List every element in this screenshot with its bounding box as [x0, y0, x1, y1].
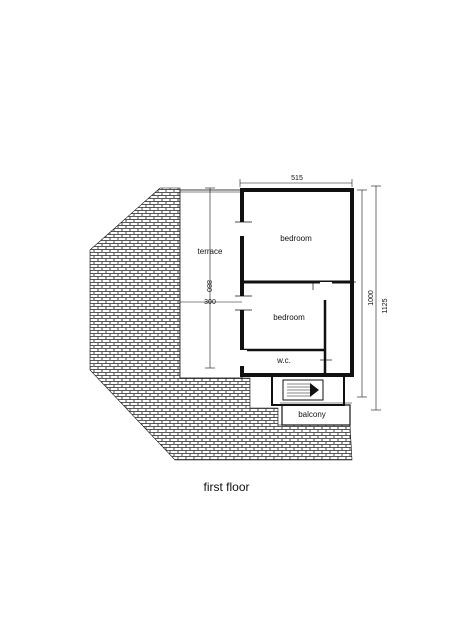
dimension-overall-length: 1125 [382, 298, 389, 313]
stair-arrow-icon [287, 383, 319, 397]
dimension-inner-length: 1000 [368, 290, 375, 306]
dimension-terrace-width: 300 [204, 299, 216, 306]
room-label-balcony: balcony [298, 410, 326, 419]
room-label-terrace: terrace [198, 247, 223, 256]
dimension-lines [180, 179, 381, 411]
door-openings [239, 222, 332, 366]
building-walls [240, 188, 354, 426]
opening-ticks [235, 221, 356, 361]
dimension-width-top: 515 [291, 175, 303, 182]
room-label-bedroom-lower: bedroom [273, 313, 305, 322]
site-brick-hatch [89, 187, 353, 461]
drawing-caption: first floor [203, 480, 250, 494]
dimension-terrace-length: 880 [205, 280, 212, 292]
room-label-bedroom-upper: bedroom [280, 234, 312, 243]
room-label-wc: w.c. [276, 356, 291, 365]
